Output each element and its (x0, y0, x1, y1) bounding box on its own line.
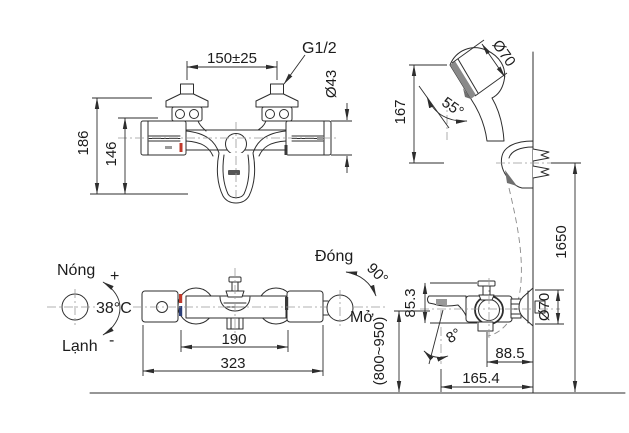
dimension-install-height: (800~950) (371, 310, 430, 393)
dimension-union-spacing: 150±25 (186, 50, 278, 80)
angle-55-label: 55° (438, 94, 466, 121)
dimension-spout-height: 85.3 (402, 282, 477, 324)
temperature-knob-diagram: Nóng + 38°C Lạnh - (47, 262, 132, 355)
dimension-handle-diameter: Ø43 (323, 70, 352, 173)
dim-spout-height-label: 85.3 (402, 288, 419, 317)
rotation-arc (102, 281, 121, 336)
brand-logo-mark (228, 170, 240, 175)
wall-union-left (165, 83, 209, 132)
dim-height-146-label: 146 (103, 141, 120, 166)
handle-mark (165, 146, 172, 149)
end-block-right (286, 290, 324, 323)
dim-overall-width-label: 323 (220, 355, 245, 372)
wall-union-right (255, 83, 299, 132)
dim-union-spacing-label: 150±25 (207, 50, 257, 67)
hot-sign: + (110, 268, 119, 285)
spray-face-shadow (463, 88, 471, 99)
dim-handle-diameter-label: Ø43 (323, 70, 340, 98)
hot-label: Nóng (57, 262, 95, 279)
diverter-knob (477, 280, 496, 287)
dim-flange-diameter-label: Ø70 (536, 293, 553, 321)
end-block-left (141, 290, 179, 323)
cold-indicator-tick (179, 306, 183, 316)
dim-handle-spacing-label: 190 (221, 331, 246, 348)
dimension-slide-height: 1650 (551, 162, 581, 393)
dimension-wall-to-handle: 88.5 (486, 332, 534, 367)
dim-wall-to-spout-label: 165.4 (462, 370, 500, 387)
setpoint-label: 38°C (96, 300, 132, 317)
flow-knob-diagram: Đóng 90° Mở (315, 248, 391, 326)
dim-height-186-label: 186 (75, 130, 92, 155)
rotation-angle-label: 90° (363, 260, 391, 288)
open-label: Mở (350, 309, 374, 326)
dim-install-height-label: (800~950) (371, 317, 388, 386)
shower-bracket (496, 140, 556, 189)
cold-sign: - (109, 332, 114, 349)
wall-hook (532, 148, 550, 162)
side-body (420, 278, 560, 338)
bracket-cone (505, 170, 517, 186)
hand-shower-view: Ø70 167 55° 1650 (392, 37, 581, 394)
indicator-tick (285, 297, 289, 310)
front-view: 150±25 G1/2 Ø43 186 146 (75, 40, 352, 207)
dim-slide-height-label: 1650 (553, 225, 570, 258)
dimension-height-146: 146 (103, 117, 158, 195)
aerator (436, 299, 447, 305)
hot-indicator-tick (179, 294, 183, 303)
close-label: Đóng (315, 248, 353, 265)
wall-hook (532, 165, 550, 179)
shower-hose (487, 187, 522, 337)
dimension-height-186: 186 (75, 97, 188, 195)
top-view: 190 323 (133, 268, 388, 376)
dimension-flange-diameter: Ø70 (535, 289, 564, 325)
side-view: 85.3 8° 88.5 165.4 Ø70 (371, 278, 564, 393)
dim-head-length-label: 167 (392, 99, 409, 124)
wall-flange (518, 287, 534, 327)
angle-55: 55° (418, 85, 468, 140)
handle-mark (317, 137, 323, 141)
spray-face (450, 61, 476, 99)
rotation-arc (345, 271, 377, 297)
dimension-handle-spacing: 190 (180, 330, 289, 352)
angle-8: 8° (423, 309, 464, 365)
wall-nipple (534, 300, 546, 314)
dim-wall-to-handle-label: 88.5 (495, 345, 524, 362)
dimension-head-length: 167 (392, 64, 447, 164)
thread-callout: G1/2 (283, 40, 337, 85)
dimension-wall-to-spout: 165.4 (440, 369, 534, 392)
hot-indicator-tick (179, 143, 183, 152)
thread-size-label: G1/2 (302, 40, 337, 57)
dimension-overall-width: 323 (142, 325, 324, 376)
hose-outlet (477, 321, 494, 332)
cold-label: Lạnh (62, 338, 98, 355)
angle-8-label: 8° (443, 325, 464, 347)
